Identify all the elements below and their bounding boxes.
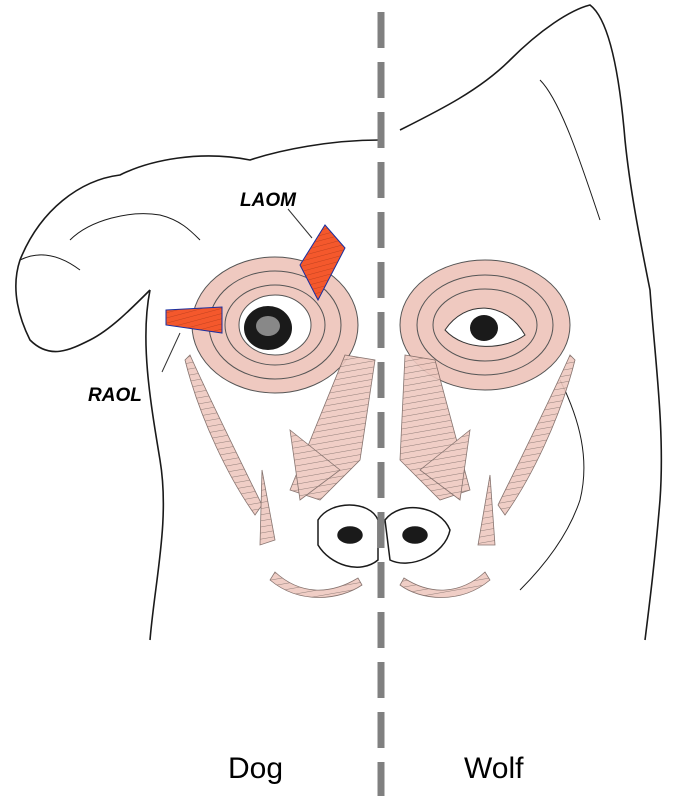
leader-lines: [161, 208, 313, 373]
facial-muscles: [184, 354, 576, 598]
wolf-orbicularis-oculi: [399, 259, 571, 391]
wolf-caption: Wolf: [464, 752, 524, 785]
dog-caption: Dog: [228, 752, 284, 785]
laom-muscle: [299, 224, 346, 302]
raol-label: RAOL: [88, 385, 142, 406]
laom-label: LAOM: [240, 190, 296, 211]
highlighted-muscles: [165, 224, 346, 334]
noses: [317, 504, 451, 568]
dog-head-outline: [15, 139, 381, 641]
wolf-head-outline: [399, 4, 663, 641]
raol-muscle: [165, 306, 223, 334]
